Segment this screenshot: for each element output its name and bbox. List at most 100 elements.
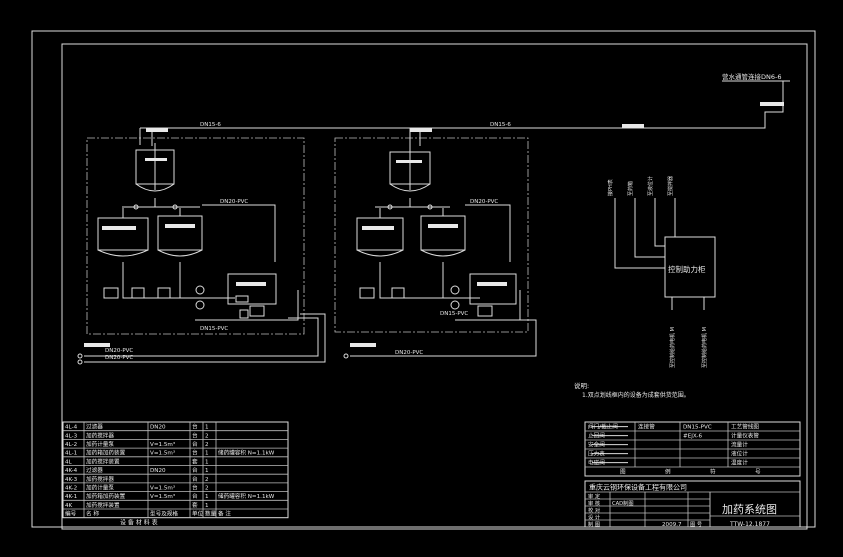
equipment-cell: 加药搅拌器 xyxy=(86,475,114,483)
svg-text:DN20-PVC: DN20-PVC xyxy=(105,355,133,361)
equipment-cell: V=1.5m³ xyxy=(150,441,175,448)
svg-text:DN15-6: DN15-6 xyxy=(200,122,221,128)
title-row-label: 设 计 xyxy=(588,513,600,521)
legend-cell: 电磁阀 xyxy=(588,459,605,467)
equipment-cell: 加药箱加药装置 xyxy=(86,492,126,500)
legend-cell: 阀门/截止阀 xyxy=(588,423,618,431)
svg-text:DN20-PVC: DN20-PVC xyxy=(395,350,423,356)
equipment-header: 编号 xyxy=(65,510,77,518)
svg-text:接PH表: 接PH表 xyxy=(607,179,614,196)
equipment-cell: 加药计量泵 xyxy=(86,440,114,448)
legend-header: 符 xyxy=(710,468,716,476)
equipment-cell: 1 xyxy=(205,459,209,465)
drawing-number: TTW-12.1877 xyxy=(729,521,770,528)
equipment-cell: 1 xyxy=(205,425,209,431)
legend-header: 号 xyxy=(755,469,761,476)
svg-text:DN20-PVC: DN20-PVC xyxy=(220,199,248,205)
equipment-cell: 台 xyxy=(192,449,198,457)
equipment-cell: 过滤器 xyxy=(86,466,103,474)
equipment-cell: 加药箱加药装置 xyxy=(86,449,126,457)
svg-text:DN15-6: DN15-6 xyxy=(490,122,511,128)
drawing-no-label: 图 号 xyxy=(690,521,702,528)
equipment-cell: 台 xyxy=(192,466,198,474)
equipment-cell: 4K xyxy=(65,503,73,509)
svg-text:至控制给药电机 M: 至控制给药电机 M xyxy=(701,327,708,368)
equipment-header: 单位 xyxy=(192,510,204,518)
equipment-cell: 4L-4 xyxy=(65,425,78,431)
legend-cell: #EJX-6 xyxy=(683,434,702,440)
equipment-cell: 2 xyxy=(205,442,209,448)
top-pipe-label: 营水通管连接DN6-6 xyxy=(722,72,781,81)
equipment-cell: 4K-1 xyxy=(65,494,78,500)
equipment-cell: V=1.5m³ xyxy=(150,450,175,457)
equipment-cell: 2 xyxy=(205,486,209,492)
legend-cell: 液位计 xyxy=(731,450,748,458)
svg-text:DN15-PVC: DN15-PVC xyxy=(440,311,468,317)
inner-frame xyxy=(61,43,808,530)
title-row-label: 校 对 xyxy=(588,506,600,514)
equipment-cell: 4L-1 xyxy=(65,451,78,457)
dosing-system-right: DN15-6 DN20-PVC DN15-PVC DN2 xyxy=(334,122,537,359)
svg-text:1.双点划线框内的设备为成套供货范围。: 1.双点划线框内的设备为成套供货范围。 xyxy=(582,391,690,399)
equipment-cell: DN20 xyxy=(150,468,166,474)
legend-cell: 压力表 xyxy=(588,450,605,458)
equipment-cell: 台 xyxy=(192,492,198,500)
equipment-cell: DN20 xyxy=(150,425,166,431)
outer-frame xyxy=(31,30,816,528)
equipment-header: 型号及规格 xyxy=(150,510,178,518)
equipment-cell: 4L xyxy=(65,459,73,465)
equipment-cell: 1 xyxy=(205,503,209,509)
legend-cell: 安全阀 xyxy=(588,441,605,449)
equipment-cell: 加药搅拌装置 xyxy=(86,501,120,509)
legend-cell: 温度计 xyxy=(731,459,748,467)
equipment-title: 设 备 材 料 表 xyxy=(120,519,158,527)
pipe-label-box-top xyxy=(760,102,784,106)
equipment-cell: 台 xyxy=(192,431,198,439)
equipment-cell: 台 xyxy=(192,484,198,492)
legend-header: 例 xyxy=(665,468,671,476)
equipment-header: 备 注 xyxy=(218,510,231,518)
legend-cell: 止回阀 xyxy=(588,432,605,440)
equipment-cell: 储药罐容积 N=1.1kW xyxy=(218,492,275,500)
equipment-cell: 1 xyxy=(205,451,209,457)
equipment-cell: 加药搅拌装置 xyxy=(86,457,120,465)
equipment-cell: 套 xyxy=(192,457,198,465)
equipment-cell: 4L-2 xyxy=(65,442,77,448)
legend-cell: 流量计 xyxy=(731,441,748,449)
legend-cell: 工艺管线图 xyxy=(731,423,759,431)
equipment-cell: 过滤器 xyxy=(86,423,103,431)
drawing-date: 2009.7 xyxy=(662,522,682,528)
equipment-cell: V=1.5m³ xyxy=(150,493,175,500)
notes: 说明: 1.双点划线框内的设备为成套供货范围。 xyxy=(574,381,690,399)
svg-text:说明:: 说明: xyxy=(574,381,589,390)
equipment-cell: 加药计量泵 xyxy=(86,484,114,492)
equipment-cell: 台 xyxy=(192,440,198,448)
equipment-cell: 加药搅拌器 xyxy=(86,431,114,439)
equipment-cell: 套 xyxy=(192,501,198,509)
equipment-cell: 4K-4 xyxy=(65,468,78,474)
control-panel-label: 控制助力柜 xyxy=(668,264,706,274)
equipment-cell: V=1.5m³ xyxy=(150,485,175,492)
company-name: 重庆云钢环保设备工程有限公司 xyxy=(589,483,687,492)
legend-header: 图 xyxy=(620,468,626,476)
equipment-header: 名 称 xyxy=(86,510,99,518)
equipment-cell: 2 xyxy=(205,477,209,483)
equipment-cell: 1 xyxy=(205,494,209,500)
equipment-cell: 台 xyxy=(192,423,198,431)
design-value: CAD制图 xyxy=(612,499,634,507)
svg-text:DN20-PVC: DN20-PVC xyxy=(470,199,498,205)
equipment-header: 数量 xyxy=(205,510,217,518)
svg-text:至液位计: 至液位计 xyxy=(647,176,654,196)
legend-cell: 计量仪表管 xyxy=(731,432,759,440)
equipment-cell: 台 xyxy=(192,475,198,483)
title-row-label: 审 核 xyxy=(588,499,600,507)
equipment-cell: 4K-2 xyxy=(65,486,77,492)
svg-text:至控制给药电机 M: 至控制给药电机 M xyxy=(669,327,676,368)
legend-cell: DN15-PVC xyxy=(683,425,712,431)
drawing-title: 加药系统图 xyxy=(722,503,777,516)
equipment-cell: 2 xyxy=(205,433,209,439)
